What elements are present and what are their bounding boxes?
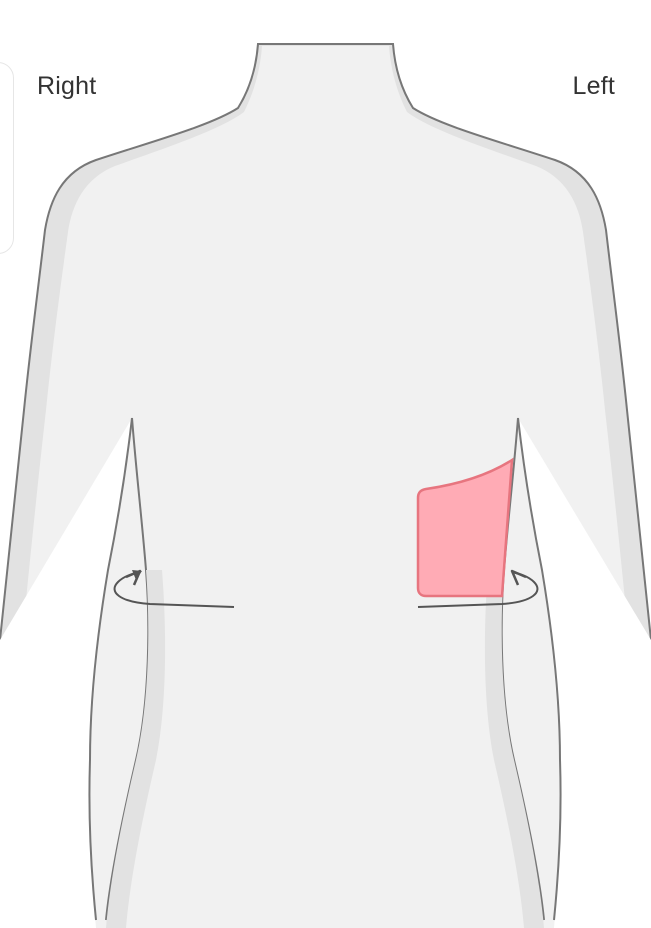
left-arm-gap bbox=[518, 418, 651, 928]
rotate-right-icon[interactable] bbox=[113, 569, 235, 608]
selected-region-left-flank[interactable] bbox=[416, 457, 514, 598]
torso-front bbox=[22, 46, 629, 928]
left-side-label: Left bbox=[572, 72, 615, 100]
right-side-label: Right bbox=[37, 72, 97, 100]
left-waist-shade bbox=[484, 570, 544, 928]
right-arm-gap-outline bbox=[88, 417, 133, 921]
right-arm-gap bbox=[0, 418, 132, 928]
right-waist-shade bbox=[106, 570, 166, 928]
left-arm-gap-outline bbox=[517, 417, 562, 921]
rotate-left-icon[interactable] bbox=[417, 569, 539, 608]
